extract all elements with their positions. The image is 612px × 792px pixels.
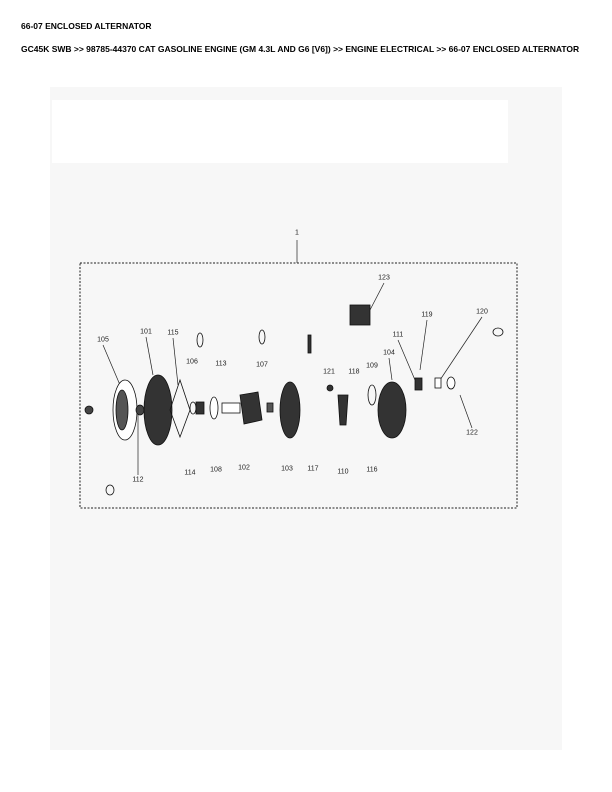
breadcrumb: GC45K SWB >> 98785-44370 CAT GASOLINE EN… [21, 44, 580, 54]
part-102-shaft [221, 402, 241, 414]
callout-116: 116 [366, 466, 378, 474]
callout-103: 103 [281, 465, 293, 473]
part-123 [349, 304, 371, 326]
diagram-header-blank [52, 100, 508, 163]
callout-102: 102 [238, 464, 250, 472]
callout-120: 120 [476, 308, 488, 316]
callout-122: 122 [466, 429, 478, 437]
callout-112: 112 [132, 476, 144, 484]
callout-101: 101 [140, 328, 152, 336]
part-109 [367, 384, 377, 406]
callout-111: 111 [392, 331, 404, 339]
callout-105: 105 [97, 336, 109, 344]
callout-104: 104 [383, 349, 395, 357]
part-102 [239, 391, 263, 425]
part-110 [337, 394, 349, 426]
part-108 [209, 396, 219, 420]
part-107 [266, 402, 274, 413]
callout-115: 115 [167, 329, 179, 337]
callout-106: 106 [186, 358, 198, 366]
part-111 [414, 377, 423, 391]
page-title: 66-07 ENCLOSED ALTERNATOR [21, 21, 152, 31]
part-106 [195, 401, 205, 415]
part-bracket [307, 334, 312, 354]
callout-119: 119 [421, 311, 433, 319]
callout-108: 108 [210, 466, 222, 474]
callout-121: 121 [323, 368, 335, 376]
assembly-callout: 1 [295, 229, 299, 237]
callout-117: 117 [307, 465, 319, 473]
part-104 [377, 381, 407, 439]
part-115 [169, 378, 191, 439]
callout-123: 123 [378, 274, 390, 282]
part-122 [446, 376, 456, 390]
part-101 [143, 374, 173, 446]
assembly-boundary [79, 262, 518, 509]
callout-118: 118 [348, 368, 360, 376]
part-120 [434, 377, 442, 389]
callout-114: 114 [184, 469, 196, 477]
callout-109: 109 [366, 362, 378, 370]
part-103 [279, 381, 301, 439]
part-112 [135, 404, 145, 416]
callout-113: 113 [215, 360, 227, 368]
part-121 [326, 384, 334, 392]
callout-110: 110 [337, 468, 349, 476]
callout-107: 107 [256, 361, 268, 369]
